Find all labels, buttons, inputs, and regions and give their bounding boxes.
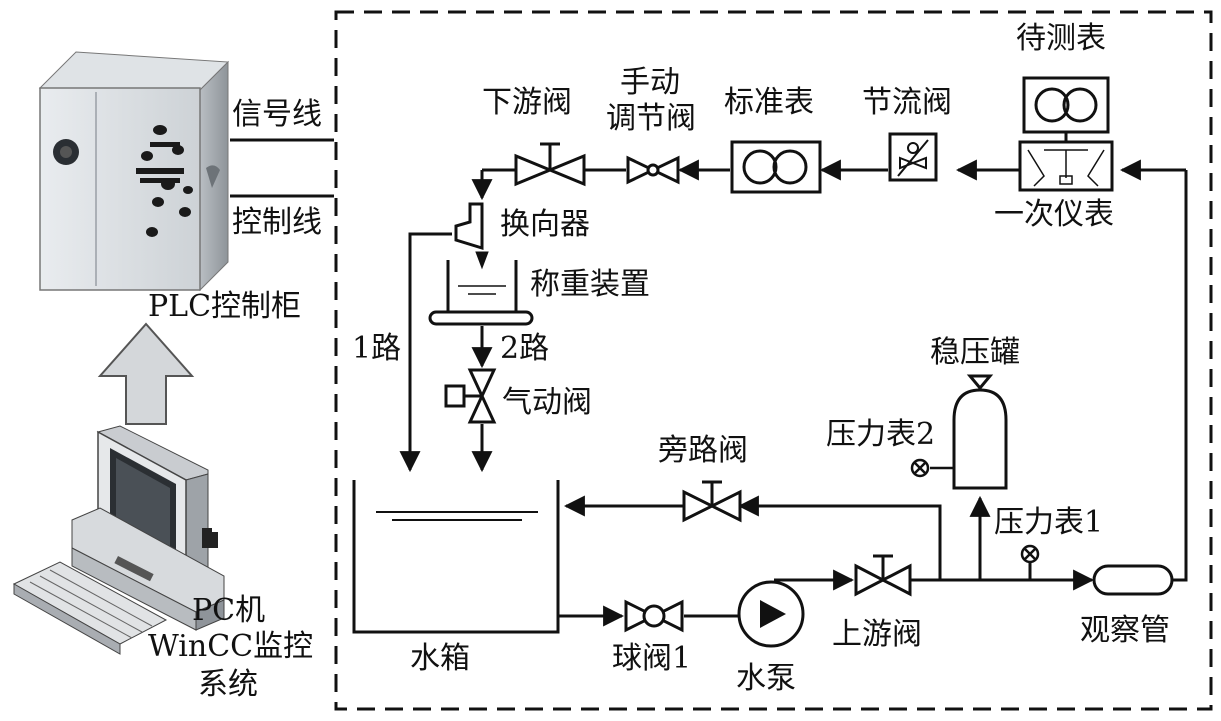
- pc-to-plc-arrow: [97, 322, 195, 425]
- downstream-valve: [514, 142, 586, 187]
- signal-line-label: 信号线: [232, 97, 322, 132]
- upstream-valve-label: 上游阀: [832, 617, 922, 652]
- meter-under-test: [1022, 76, 1110, 142]
- pc-label-1: PC机: [192, 593, 265, 628]
- bypass-valve: [682, 480, 742, 523]
- cabinet-label: PLC控制柜: [148, 289, 301, 324]
- throttle-valve: [888, 132, 938, 182]
- manual-valve-label-2: 调节阀: [606, 101, 696, 136]
- plc-cabinet: [38, 51, 230, 292]
- primary-instrument: [1018, 140, 1114, 192]
- pressure-gauge2-label: 压力表2: [826, 417, 935, 452]
- pc-label-2: WinCC监控: [148, 629, 313, 664]
- manual-regulating-valve: [626, 155, 680, 185]
- water-tank: [352, 480, 560, 634]
- path2-label: 2路: [500, 331, 549, 366]
- bypass-valve-label: 旁路阀: [658, 433, 748, 468]
- control-line-label: 控制线: [232, 205, 322, 240]
- surge-tank-label: 稳压罐: [930, 335, 1020, 370]
- downstream-valve-label: 下游阀: [482, 85, 572, 120]
- diverter: [454, 202, 489, 270]
- upstream-valve: [854, 554, 912, 597]
- pipe-network: [399, 159, 1188, 627]
- pneumatic-valve-label: 气动阀: [502, 385, 592, 420]
- surge-tank: [952, 374, 1008, 490]
- standard-meter-label: 标准表: [724, 85, 814, 120]
- meter-under-test-label: 待测表: [1016, 21, 1106, 56]
- ball-valve1-label: 球阀1: [612, 641, 691, 676]
- diverter-label: 换向器: [500, 207, 590, 242]
- weighing-device-label: 称重装置: [530, 267, 650, 302]
- pressure-gauge-1: [1020, 544, 1040, 564]
- water-tank-label: 水箱: [410, 641, 470, 676]
- pressure-gauge-2: [910, 458, 954, 478]
- sight-tube: [1092, 564, 1174, 596]
- standard-meter: [730, 140, 822, 194]
- pc-computer: [12, 425, 225, 655]
- throttle-valve-label: 节流阀: [862, 85, 952, 120]
- path1-label: 1路: [352, 331, 401, 366]
- manual-valve-label-1: 手动: [620, 65, 680, 100]
- system-boundary: [334, 10, 1213, 711]
- ball-valve-1: [624, 599, 684, 633]
- pressure-gauge1-label: 压力表1: [994, 505, 1103, 540]
- water-pump: [737, 580, 805, 648]
- sight-tube-label: 观察管: [1080, 613, 1170, 648]
- pneumatic-valve: [444, 368, 497, 424]
- water-pump-label: 水泵: [736, 661, 796, 696]
- pc-label-3: 系统: [198, 667, 258, 702]
- weighing-device: [428, 260, 534, 326]
- primary-instrument-label: 一次仪表: [994, 197, 1114, 232]
